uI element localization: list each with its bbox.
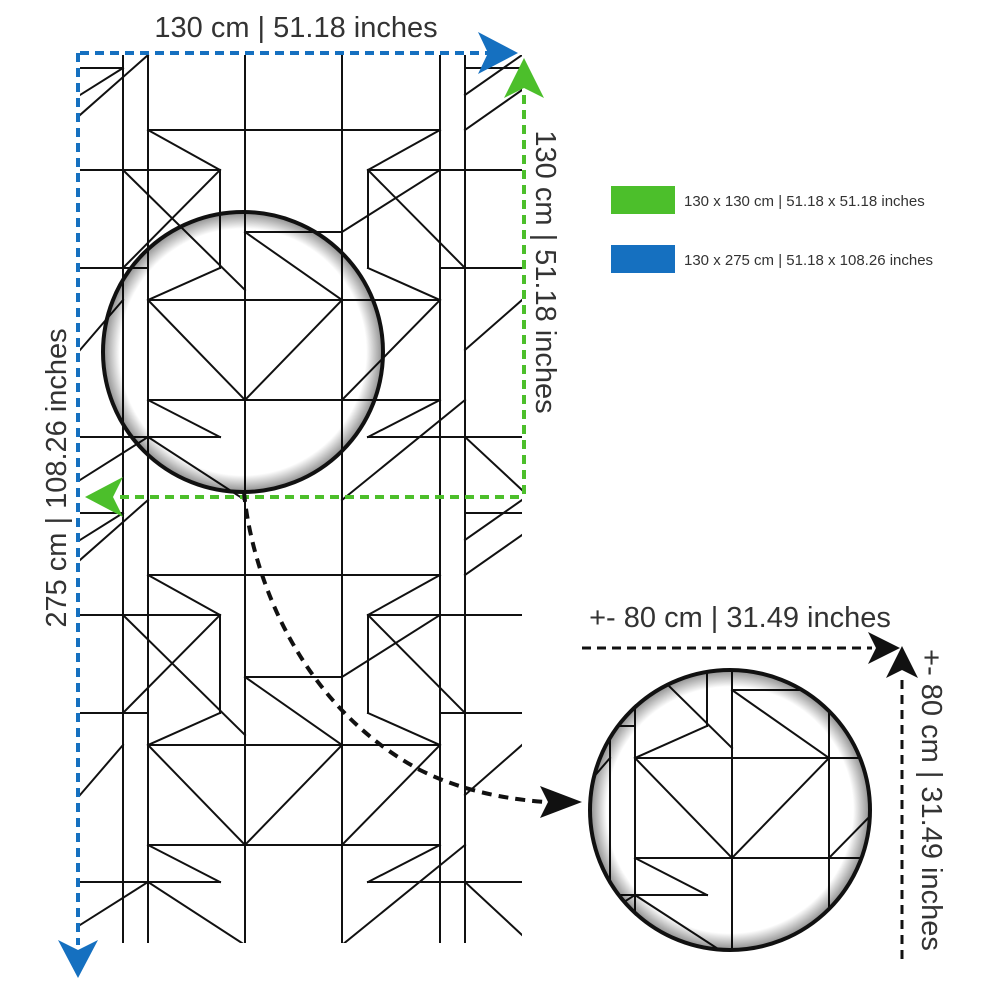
arrow-down-icon — [58, 940, 98, 978]
legend-label-full: 130 x 275 cm | 51.18 x 108.26 inches — [684, 252, 933, 269]
pattern-line — [146, 880, 244, 943]
pattern-line — [121, 168, 222, 270]
full-size-dimension-arrows — [58, 32, 518, 978]
arrow-up-icon — [886, 646, 918, 678]
arrow-left-icon — [85, 477, 123, 517]
pattern-line — [366, 711, 442, 747]
pattern-line — [366, 398, 442, 439]
pattern-line — [952, 513, 1000, 553]
legend-swatch-green — [611, 186, 675, 214]
pattern-line — [80, 511, 125, 542]
arrow-right-icon — [868, 632, 900, 664]
pattern-line — [463, 743, 522, 797]
pattern-line — [463, 435, 522, 492]
height-label: 275 cm | 108.26 inches — [41, 328, 73, 627]
zoom-width-label: +- 80 cm | 31.49 inches — [589, 602, 891, 634]
arrow-up-icon — [504, 58, 544, 98]
pattern-line — [121, 613, 247, 737]
zoom-height-label: +- 80 cm | 31.49 inches — [915, 649, 947, 951]
pattern-line — [366, 573, 442, 617]
pattern-line — [463, 880, 522, 937]
pattern-line — [146, 743, 247, 847]
zoom-detail-circle — [567, 513, 1000, 952]
pattern-line — [340, 398, 467, 502]
legend-swatch-blue — [611, 245, 675, 273]
pattern-line — [80, 498, 150, 562]
pattern-line — [463, 88, 522, 132]
pattern-line — [80, 743, 125, 797]
pattern-line — [146, 843, 222, 884]
pattern-line — [463, 55, 522, 97]
pattern-line — [340, 743, 442, 847]
pattern-line — [146, 711, 222, 747]
arrow-right-icon — [478, 32, 518, 74]
wallpaper-pattern-panel — [80, 55, 522, 943]
pattern-line — [121, 613, 222, 715]
pattern-line — [366, 613, 467, 715]
pattern-line — [366, 266, 442, 302]
pattern-line — [952, 548, 1000, 588]
pattern-line — [342, 843, 467, 943]
pattern-line — [463, 298, 522, 352]
pattern-line — [366, 128, 442, 172]
pattern-line — [146, 128, 222, 172]
legend-label-sample: 130 x 130 cm | 51.18 x 51.18 inches — [684, 193, 925, 210]
pattern-line — [80, 880, 150, 927]
zoom-dimension-arrows — [582, 632, 918, 965]
width-label: 130 cm | 51.18 inches — [154, 12, 437, 44]
pattern-line — [243, 743, 344, 847]
pattern-line — [80, 66, 125, 97]
arrow-right-icon — [540, 786, 582, 818]
pattern-line — [567, 526, 610, 553]
pattern-line — [463, 533, 522, 577]
pattern-line — [952, 895, 1000, 948]
pattern-line — [340, 168, 442, 234]
magnifier-lens — [101, 210, 385, 494]
pattern-line — [952, 758, 1000, 808]
pattern-line — [146, 573, 222, 617]
pattern-line — [366, 168, 467, 270]
sample-height-label: 130 cm | 51.18 inches — [529, 130, 561, 413]
pattern-line — [243, 675, 344, 747]
pattern-line — [80, 55, 150, 117]
pattern-line — [567, 513, 635, 573]
sample-dimension-arrows — [85, 58, 544, 517]
pattern-line — [463, 498, 522, 542]
pattern-line — [340, 613, 442, 679]
pattern-line — [366, 843, 442, 884]
legend: 130 x 130 cm | 51.18 x 51.18 inches 130 … — [611, 186, 933, 273]
zoom-connector — [242, 491, 582, 818]
